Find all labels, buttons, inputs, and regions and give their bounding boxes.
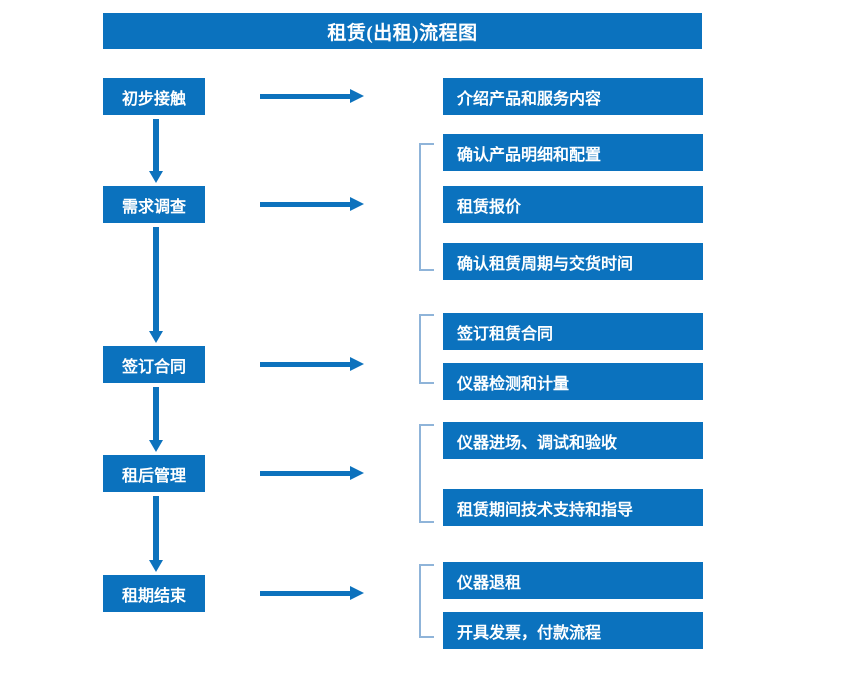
flow-arrow-down-4 [148,496,164,572]
detail-box-sign-lease-agreement[interactable]: 签订租赁合同 [443,313,703,350]
detail-box-technical-support[interactable]: 租赁期间技术支持和指导 [443,489,703,526]
branch-arrow-right-5 [260,585,366,601]
detail-box-invoice-payment[interactable]: 开具发票，付款流程 [443,612,703,649]
flow-arrow-down-3 [148,387,164,452]
branch-arrow-right-2 [260,196,366,212]
stage-box-initial-contact[interactable]: 初步接触 [103,78,205,115]
detail-box-instrument-entry-commission[interactable]: 仪器进场、调试和验收 [443,422,703,459]
flow-arrow-down-1 [148,119,164,183]
page-title: 租赁(出租)流程图 [103,13,702,49]
group-bracket-sign-contract [419,314,434,384]
stage-box-sign-contract[interactable]: 签订合同 [103,346,205,383]
branch-arrow-right-4 [260,465,366,481]
flow-arrow-down-2 [148,227,164,343]
detail-box-confirm-product-spec[interactable]: 确认产品明细和配置 [443,134,703,171]
detail-box-introduce-products[interactable]: 介绍产品和服务内容 [443,78,703,115]
detail-box-rental-quote[interactable]: 租赁报价 [443,186,703,223]
group-bracket-demand-survey [419,143,434,271]
stage-box-demand-survey[interactable]: 需求调查 [103,186,205,223]
detail-box-instrument-return[interactable]: 仪器退租 [443,562,703,599]
stage-box-lease-end[interactable]: 租期结束 [103,575,205,612]
branch-arrow-right-1 [260,88,366,104]
detail-box-confirm-period-delivery[interactable]: 确认租赁周期与交货时间 [443,243,703,280]
branch-arrow-right-3 [260,356,366,372]
group-bracket-post-rental [419,424,434,523]
stage-box-post-rental-management[interactable]: 租后管理 [103,455,205,492]
detail-box-instrument-inspection[interactable]: 仪器检测和计量 [443,363,703,400]
group-bracket-lease-end [419,564,434,638]
